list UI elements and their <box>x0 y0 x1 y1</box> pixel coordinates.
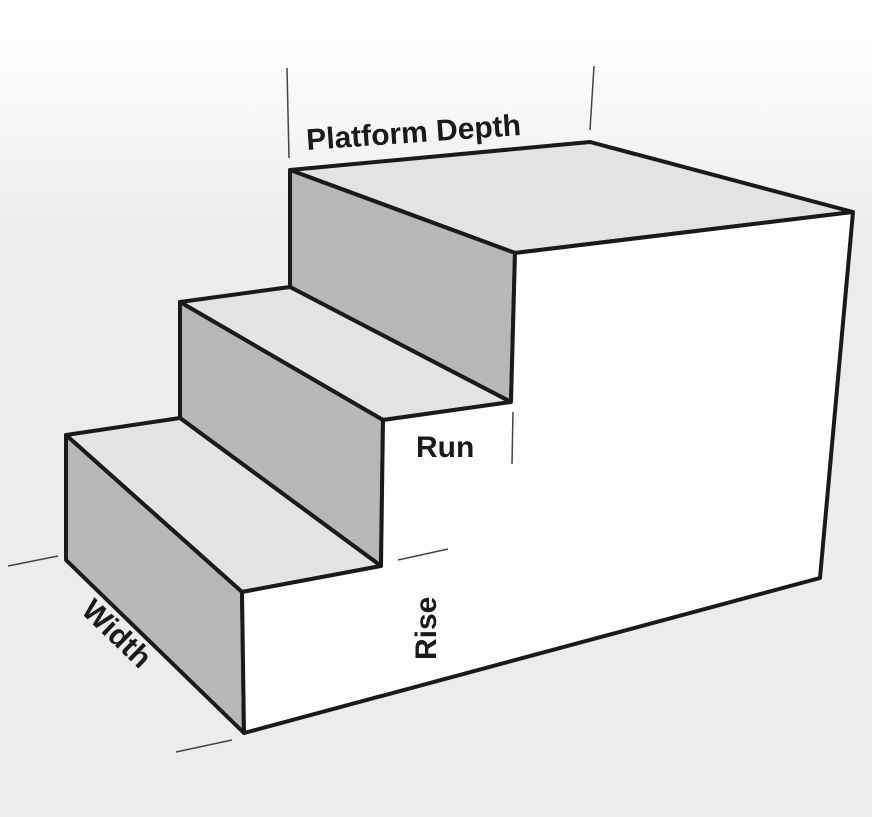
platform-depth-tick-left <box>286 67 290 159</box>
staircase-side-face <box>240 210 855 735</box>
run-label: Run <box>416 431 474 464</box>
width-tick-bottom <box>175 739 233 753</box>
rise-tick <box>397 548 449 561</box>
platform-depth-tick-right <box>589 65 595 131</box>
width-tick-top <box>7 555 59 567</box>
rise-label: Rise <box>410 597 443 660</box>
run-tick <box>511 411 514 465</box>
